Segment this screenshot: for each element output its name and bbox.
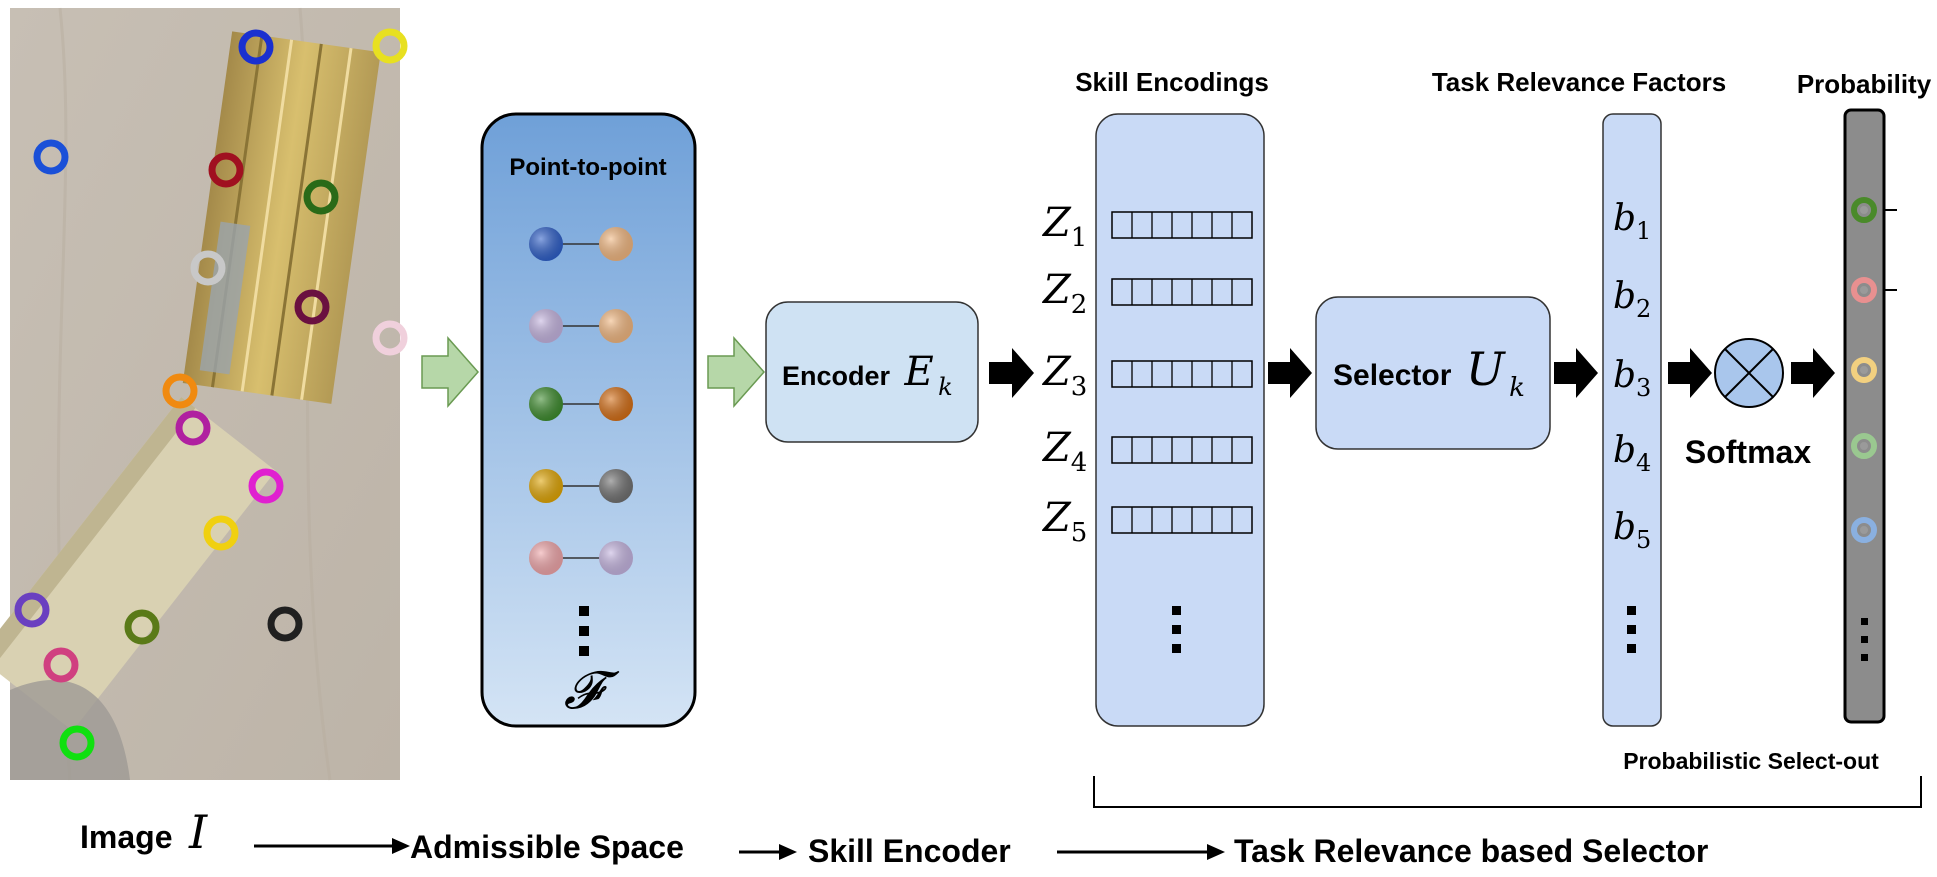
input-image <box>0 7 408 781</box>
keypoint-ring <box>124 609 160 645</box>
b-label: b4 <box>1613 430 1651 477</box>
keypoint-ring <box>14 592 50 628</box>
pipeline-task-selector: Task Relevance based Selector <box>1234 833 1708 869</box>
selector-label: Selector U k <box>1333 342 1525 403</box>
pipeline-image-symbol: I <box>188 805 208 859</box>
skill-encoding-row: Z1 <box>1041 200 1253 253</box>
z-label: Z1 <box>1041 200 1087 253</box>
probability-heading: Probability <box>1797 69 1932 99</box>
z-label: Z4 <box>1041 425 1087 478</box>
skill-encoding-row: Z3 <box>1041 349 1253 402</box>
selector-symbol: U <box>1466 342 1507 396</box>
keypoint-ring <box>267 606 303 642</box>
skill-encoding-row: Z4 <box>1041 425 1253 478</box>
point-pair <box>529 227 633 261</box>
arrow-encoder-to-encodings <box>989 348 1034 398</box>
encoding-vector <box>1111 360 1253 388</box>
keypoint-ring <box>190 250 226 286</box>
encoder-subscript: k <box>938 373 953 401</box>
keypoint-ring <box>294 289 330 325</box>
admissible-space-panel <box>480 112 697 728</box>
wood-block <box>0 396 276 731</box>
encoder-box <box>765 301 979 443</box>
probability-marker <box>1851 357 1877 383</box>
probability-bar <box>1843 108 1886 724</box>
probability-marker <box>1851 197 1877 223</box>
point-pair <box>529 469 633 503</box>
skill-encodings-heading: Skill Encodings <box>1075 67 1269 97</box>
keypoint-ring <box>208 152 244 188</box>
pipeline-admissible-space: Admissible Space <box>410 829 684 865</box>
b-label: b2 <box>1613 276 1651 323</box>
keypoint-ring <box>372 320 408 356</box>
keypoint-ring <box>175 410 211 446</box>
arrow-encodings-to-selector <box>1268 348 1312 398</box>
arrow-softmax-to-probability <box>1791 348 1835 398</box>
encoding-vector <box>1111 211 1253 239</box>
z-label: Z3 <box>1041 349 1087 402</box>
pipeline-image-word: Image <box>80 819 172 855</box>
keypoint-ring <box>372 28 408 64</box>
probability-ellipsis <box>1861 618 1868 661</box>
arrow-to-admissible <box>421 336 480 408</box>
keypoint-ring <box>238 29 274 65</box>
z-label: Z2 <box>1041 267 1087 320</box>
pipeline-arrow-3 <box>1057 844 1225 860</box>
point-to-point-heading: Point-to-point <box>509 154 666 181</box>
skill-encodings-box <box>1095 113 1265 727</box>
task-relevance-heading: Task Relevance Factors <box>1432 67 1726 97</box>
rail-object <box>182 31 381 404</box>
selector-bracket <box>1093 776 1922 808</box>
softmax-operator <box>1714 338 1784 408</box>
encodings-ellipsis <box>1172 606 1181 653</box>
b-label: b3 <box>1613 355 1651 402</box>
selector-box <box>1315 296 1551 450</box>
point-pair <box>529 387 633 421</box>
b-label: b1 <box>1613 198 1651 245</box>
arrow-to-encoder <box>707 336 766 408</box>
keypoint-ring <box>33 139 69 175</box>
keypoint-ring <box>162 373 198 409</box>
arrow-selector-to-factors <box>1554 348 1598 398</box>
encoding-vector <box>1111 278 1253 306</box>
probability-marker <box>1851 433 1877 459</box>
selector-subscript: k <box>1509 373 1525 403</box>
probability-marker <box>1851 517 1877 543</box>
pipeline-image-label: Image I <box>80 805 208 859</box>
probability-marker <box>1851 277 1877 303</box>
task-relevance-box <box>1602 113 1662 727</box>
point-pair <box>529 541 633 575</box>
encoder-label: Encoder E k <box>782 349 953 401</box>
encoding-vector <box>1111 436 1253 464</box>
softmax-label: Softmax <box>1685 434 1811 470</box>
selector-word: Selector <box>1333 359 1452 392</box>
probabilistic-select-out-label: Probabilistic Select-out <box>1623 748 1879 774</box>
skill-encoding-row: Z5 <box>1041 495 1253 548</box>
pipeline-arrow-2 <box>739 844 797 860</box>
pipeline-arrow-1 <box>254 838 410 854</box>
keypoint-ring <box>43 647 79 683</box>
point-pair <box>529 309 633 343</box>
arrow-factors-to-softmax <box>1668 348 1712 398</box>
skill-encoding-row: Z2 <box>1041 267 1253 320</box>
encoder-word: Encoder <box>782 361 891 391</box>
keypoint-ring <box>203 515 239 551</box>
pipeline-skill-encoder: Skill Encoder <box>808 833 1011 869</box>
encoding-vector <box>1111 506 1253 534</box>
z-label: Z5 <box>1041 495 1087 548</box>
keypoint-ring <box>248 468 284 504</box>
encoder-symbol: E <box>903 349 933 395</box>
admissible-ellipsis <box>579 606 589 656</box>
b-label: b5 <box>1613 507 1651 554</box>
keypoint-ring <box>303 179 339 215</box>
factors-ellipsis <box>1627 606 1636 653</box>
keypoint-ring <box>59 725 95 761</box>
